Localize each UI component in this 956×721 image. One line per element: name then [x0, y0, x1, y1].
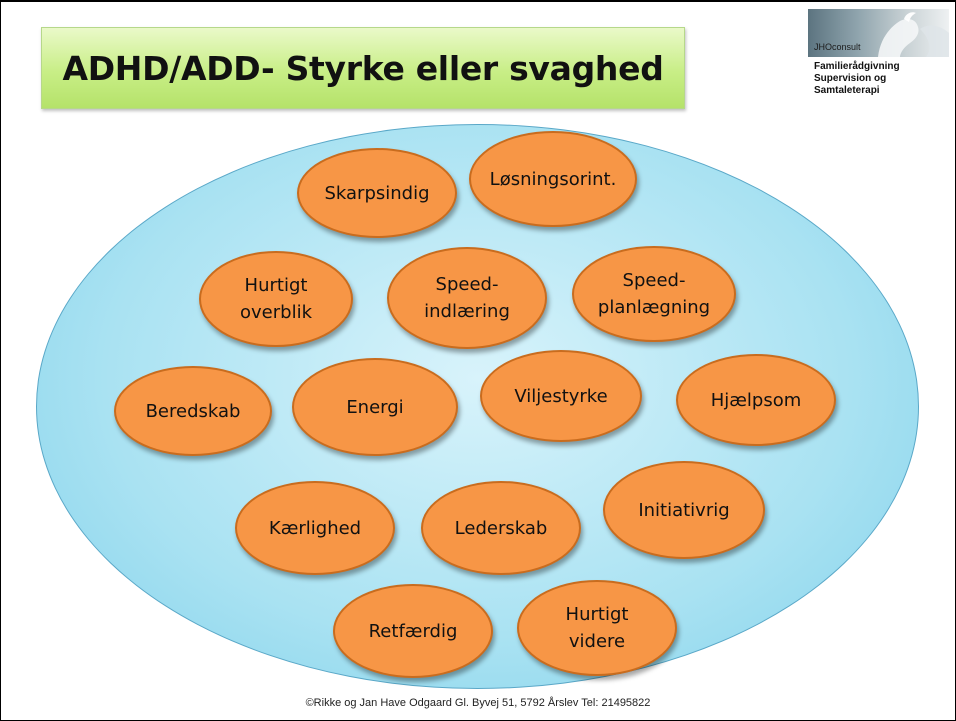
swan-logo-image [808, 9, 949, 57]
strength-label: Retfærdig [368, 620, 458, 642]
strength-bubble-viljestyrke: Viljestyrke [480, 350, 642, 442]
strength-bubble-lederskab: Lederskab [421, 481, 581, 575]
strength-bubble-initiativrig: Initiativrig [603, 461, 765, 559]
strength-bubble-hurtigt-overblik: Hurtigt overblik [199, 251, 353, 347]
strength-bubble-hurtigt-videre: Hurtigt videre [517, 580, 677, 676]
logo-text: Familierådgivning Supervision og Samtale… [814, 61, 946, 97]
strength-label: Hurtigt videre [565, 604, 629, 652]
strength-label: Løsningsorint. [489, 168, 617, 190]
strength-label: Lederskab [454, 517, 548, 539]
logo: JHOconsult Familierådgivning Supervision… [808, 9, 949, 111]
strength-label: Beredskab [145, 400, 241, 422]
slide-title: ADHD/ADD- Styrke eller svaghed [62, 48, 664, 88]
logo-line: Familierådgivning [814, 61, 900, 72]
strength-label: Initiativrig [638, 499, 730, 521]
logo-line: Supervision og [814, 73, 887, 84]
swan-icon [878, 12, 949, 57]
strength-bubble-speed-indlaering: Speed- indlæring [387, 247, 547, 349]
title-box: ADHD/ADD- Styrke eller svaghed [41, 27, 685, 109]
strength-label: Skarpsindig [324, 182, 430, 204]
strength-label: Viljestyrke [514, 385, 608, 407]
strength-bubble-beredskab: Beredskab [114, 366, 272, 456]
footer-copyright: ©Rikke og Jan Have Odgaard Gl. Byvej 51,… [305, 697, 651, 709]
logo-brand: JHOconsult [814, 42, 861, 52]
strength-bubble-losningsorint: Løsningsorint. [469, 131, 637, 227]
strength-label: Hjælpsom [710, 389, 802, 411]
strength-bubble-skarpsindig: Skarpsindig [297, 148, 457, 238]
strength-label: Speed- indlæring [424, 274, 510, 322]
strength-bubble-retfaerdig: Retfærdig [333, 584, 493, 678]
strength-label: Speed- planlægning [597, 270, 711, 318]
strength-label: Kærlighed [268, 517, 362, 539]
strength-label: Energi [346, 396, 404, 418]
strength-bubble-kaerlighed: Kærlighed [235, 481, 395, 575]
logo-line: Samtaleterapi [814, 85, 880, 96]
strength-label: Hurtigt overblik [240, 275, 312, 323]
strength-bubble-energi: Energi [292, 358, 458, 456]
strength-bubble-speed-planlaegning: Speed- planlægning [572, 246, 736, 342]
strength-bubble-hjaelpsom: Hjælpsom [676, 354, 836, 446]
